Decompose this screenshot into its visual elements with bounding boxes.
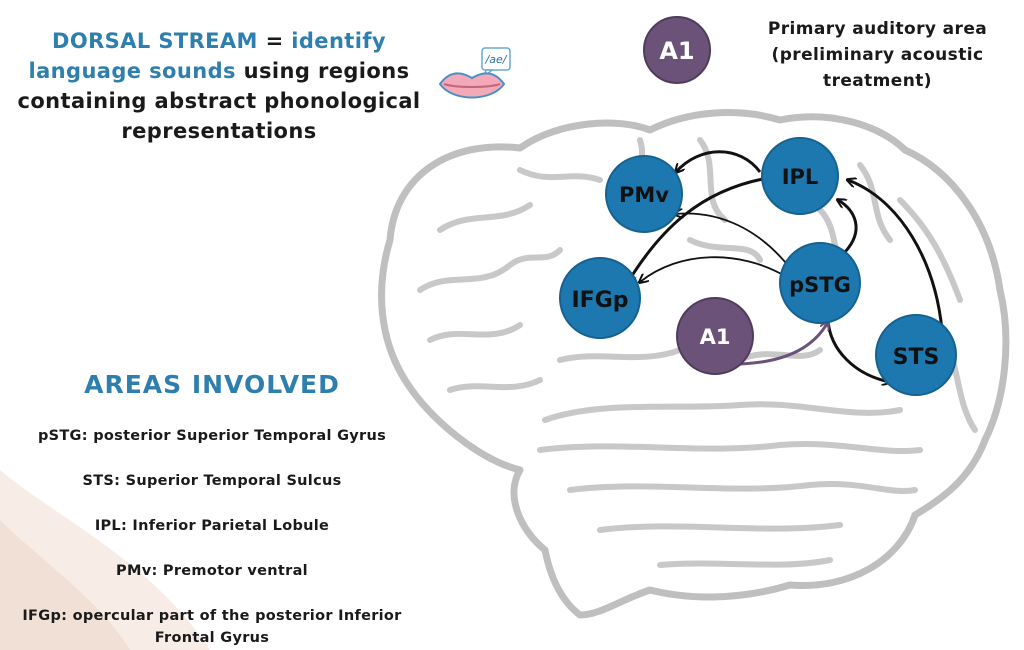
node-pstg-label: pSTG <box>789 273 851 297</box>
area-definition-sts: STS: Superior Temporal Sulcus <box>82 473 342 489</box>
identify-sounds-text: identify language sounds <box>28 29 386 83</box>
node-pmv-label: PMv <box>619 183 669 207</box>
node-ifgp: IFGp <box>559 257 641 339</box>
description-rest-text: using regions containing abstract phonol… <box>17 59 421 143</box>
lips-icon: /ae/ <box>438 47 511 99</box>
node-a1-label: A1 <box>700 325 731 349</box>
areas-involved-title: AREAS INVOLVED <box>84 370 340 399</box>
node-sts-label: STS <box>893 345 940 370</box>
node-sts: STS <box>875 314 957 396</box>
legend-description: Primary auditory area (preliminary acous… <box>767 19 988 91</box>
area-definition-pmv: PMv: Premotor ventral <box>116 563 308 579</box>
area-definition-ifgp: IFGp: opercular part of the posterior In… <box>22 608 402 646</box>
arrow-sts-to-ipl <box>848 180 944 331</box>
area-definition-pstg: pSTG: posterior Superior Temporal Gyrus <box>37 428 387 444</box>
node-ipl-label: IPL <box>782 165 819 189</box>
arrow-pstg-to-ipl <box>838 200 858 254</box>
arrow-pstg-to-ifgp <box>640 256 786 282</box>
speech-bubble-icon: /ae/ <box>481 47 511 80</box>
node-pstg: pSTG <box>779 242 861 324</box>
area-definition-ipl: IPL: Inferior Parietal Lobule <box>94 518 330 534</box>
dorsal-stream-label: DORSAL STREAM <box>52 29 258 53</box>
arrow-ipl-to-pmv <box>676 150 762 172</box>
phoneme-text: /ae/ <box>485 53 508 66</box>
brain-outline <box>378 109 1010 619</box>
node-ifgp-label: IFGp <box>571 288 628 313</box>
connection-arrows <box>628 150 944 382</box>
node-a1: A1 <box>676 297 754 375</box>
dorsal-stream-description: DORSAL STREAM = identify language sounds… <box>12 26 426 146</box>
arrow-pstg-to-pmv <box>675 213 791 269</box>
legend-a1-node: A1 <box>643 16 711 84</box>
node-pmv: PMv <box>605 155 683 233</box>
legend-a1-label: A1 <box>659 37 694 65</box>
arrow-a1-to-pstg <box>739 322 828 366</box>
node-ipl: IPL <box>761 137 839 215</box>
arrow-ipl-to-ifgp <box>628 176 769 282</box>
equals-text: = <box>257 29 292 53</box>
